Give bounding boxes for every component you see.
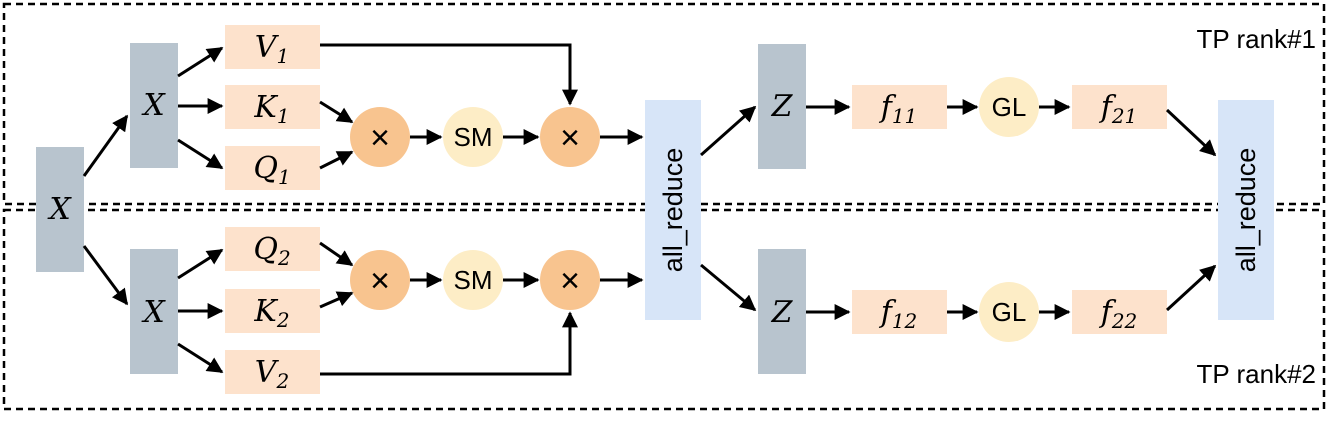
arrow-r1q-to-mul [319,150,354,170]
rank1-v-label: V1 [255,30,289,68]
rank1-x-label: X [141,88,166,123]
arrow-r2q-to-mul [319,241,354,267]
allreduce-label-2: all_reduce [1231,148,1261,273]
rank1-matmul-b [540,107,600,167]
rank2-v-label: V2 [255,355,289,393]
rank2-v-block [225,350,320,394]
rank2-k-block [225,289,320,333]
rank2-label: TP rank#2 [1197,359,1316,389]
rank2-f1-label: f12 [879,295,918,333]
rank1-matmul-b-label: × [560,119,580,157]
rank1-matmul-a-label: × [370,119,390,157]
rank2-f1-block [852,290,947,334]
arrow-allreduce-to-r1z [700,105,757,157]
rank2-z-block [758,249,806,374]
rank2-matmul-a [350,250,410,310]
arrow-r2k-to-mul [319,291,354,309]
allreduce-label-1: all_reduce [658,148,688,273]
rank1-f2-block [1072,85,1167,129]
rank1-k-block [225,85,320,129]
rank2-softmax [443,250,503,310]
allreduce-block-2 [1218,100,1274,320]
rank1-f1-block [852,85,947,129]
rank2-k-label: K2 [253,294,289,332]
rank2-x-label: X [141,295,166,330]
rank2-matmul-b [540,250,600,310]
arrow-r1v-to-mul [320,43,578,106]
arrow-r1x-to-q [177,138,224,170]
arrow-input-to-rank2-x [82,245,129,306]
rank2-matmul-a-label: × [370,262,390,300]
rank1-z-label: Z [771,89,794,124]
rank1-gl-label: GL [992,92,1027,122]
input-x-block [36,147,84,272]
allreduce-block-1 [645,100,701,320]
rank1-softmax [443,107,503,167]
rank2-gl-label: GL [992,297,1027,327]
rank2-matmul-b-label: × [560,262,580,300]
input-x-label: X [47,192,72,227]
rank2-softmax-label: SM [454,265,493,295]
rank1-q-label: Q1 [253,151,290,189]
rank1-x-block [130,43,178,168]
rank1-gl [979,77,1039,137]
rank1-softmax-label: SM [454,122,493,152]
arrow-r1x-to-v [177,46,224,78]
arrow-r2x-to-v [177,342,224,374]
rank1-k-label: K1 [253,90,289,128]
rank1-q-block [225,146,320,190]
arrow-r2x-to-q [177,248,224,280]
rank2-x-block [130,249,178,374]
arrows [82,43,1217,376]
arrow-r2f2-to-allreduce [1165,264,1217,312]
rank2-q-label: Q2 [253,232,290,270]
arrow-r1f2-to-allreduce [1165,108,1217,157]
rank1-matmul-a [350,107,410,167]
arrow-allreduce-to-r2z [700,263,757,312]
arrow-r2v-to-mul [320,311,578,376]
rank1-z-block [758,44,806,169]
arrow-r1k-to-mul [319,100,354,124]
rank2-q-block [225,227,320,271]
rank1-label: TP rank#1 [1197,24,1316,54]
rank2-z-label: Z [771,295,794,330]
rank1-frame [2,2,1326,206]
arrow-input-to-rank1-x [82,114,129,177]
rank2-gl [979,282,1039,342]
rank1-v-block [225,25,320,69]
rank2-f2-block [1072,290,1167,334]
